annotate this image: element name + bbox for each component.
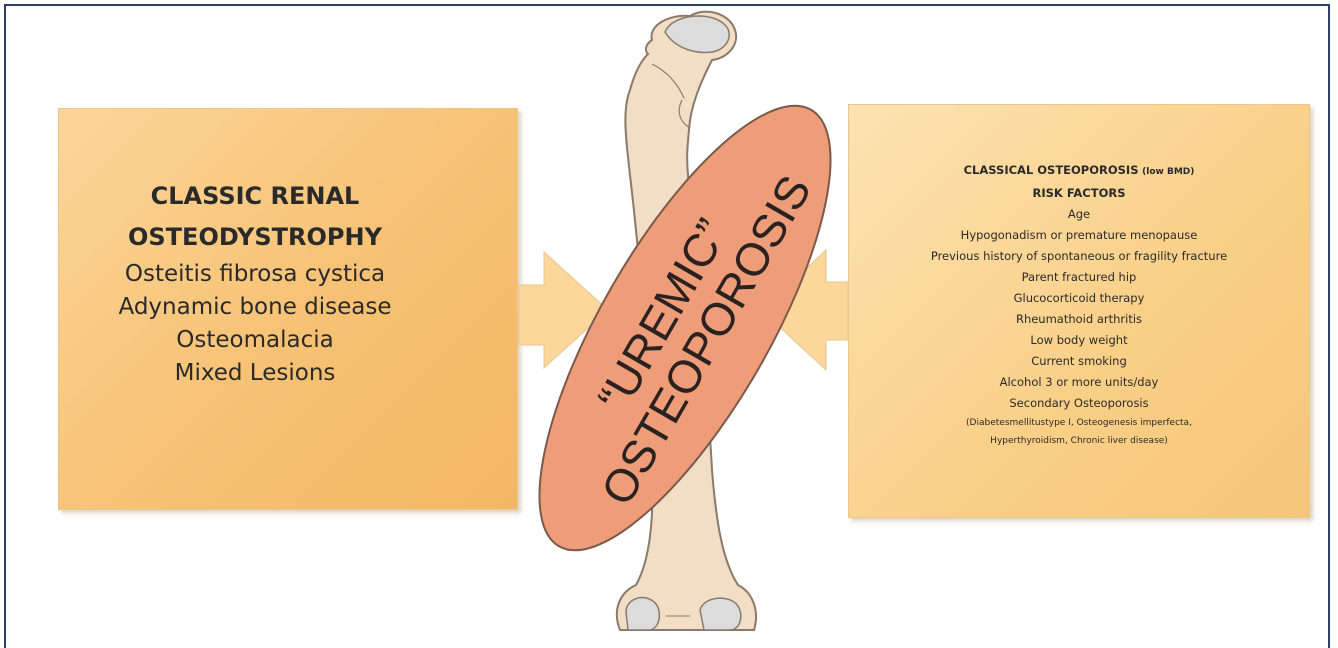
center-illustration: “UREMIC” OSTEOPOROSIS bbox=[0, 0, 1338, 646]
